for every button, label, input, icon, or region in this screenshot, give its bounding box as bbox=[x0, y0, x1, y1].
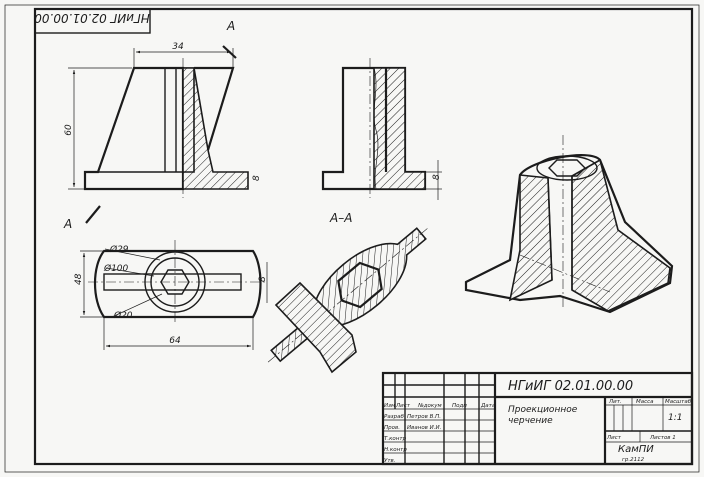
isometric-view bbox=[464, 135, 674, 314]
row-nkontr: Н.контр bbox=[384, 447, 407, 453]
row-prov: Пров. bbox=[384, 425, 400, 431]
dim-dia-29: Ø29 bbox=[109, 244, 129, 255]
dim-base-8: 8 bbox=[252, 175, 262, 181]
inner-frame bbox=[33, 7, 694, 466]
stamp-code-box: НГиИГ 02.01.00.00 bbox=[34, 8, 151, 34]
row-utv: Утв. bbox=[384, 458, 396, 464]
stamp-code: НГиИГ 02.01.00.00 bbox=[34, 11, 150, 25]
plan-view: А 48 64 Ø29 Ø100 Ø20 8 bbox=[63, 205, 268, 350]
dim-height: 60 bbox=[64, 124, 74, 136]
row-razrab: Разраб bbox=[384, 414, 404, 420]
section-a-a: А–А bbox=[267, 211, 430, 374]
dim-plan-8: 8 bbox=[258, 276, 268, 282]
col-list: Лист bbox=[395, 403, 411, 409]
col-izm: Изм bbox=[384, 403, 395, 409]
dim-plan-width: 48 bbox=[74, 273, 84, 285]
side-view: 8 bbox=[321, 58, 442, 200]
dim-side-8: 8 bbox=[432, 174, 442, 180]
outer-frame bbox=[4, 4, 700, 473]
front-view: 34 60 А 8 bbox=[64, 19, 262, 198]
section-mark-top: А bbox=[226, 19, 235, 33]
title-line2: черчение bbox=[508, 416, 553, 426]
col-date: Дата bbox=[480, 403, 496, 409]
title-block: НГиИГ 02.01.00.00 Проекционное черчение … bbox=[381, 371, 694, 466]
row-tkontr: Т.контр bbox=[384, 436, 407, 442]
mass-label: Масса bbox=[636, 399, 654, 405]
dim-top-width: 34 bbox=[172, 42, 184, 52]
scale-value: 1:1 bbox=[668, 413, 682, 423]
col-doc: №докум bbox=[417, 403, 442, 409]
org-name: КамПИ bbox=[618, 444, 654, 455]
prov-name: Иванов И.И. bbox=[407, 425, 442, 431]
lit-label: Лит. bbox=[608, 399, 622, 405]
title-line1: Проекционное bbox=[508, 405, 578, 415]
col-sign: Подп bbox=[452, 403, 467, 409]
group-name: гр.2112 bbox=[622, 457, 645, 463]
scale-label: Масштаб bbox=[665, 399, 692, 405]
title-designation: НГиИГ 02.01.00.00 bbox=[508, 379, 633, 394]
razrab-name: Петров В.П. bbox=[407, 414, 441, 420]
section-title: А–А bbox=[329, 211, 352, 225]
dim-dia-100: Ø100 bbox=[103, 263, 129, 274]
dim-plan-length: 64 bbox=[169, 336, 181, 346]
dim-dia-20: Ø20 bbox=[113, 310, 133, 321]
section-mark-left: А bbox=[63, 217, 72, 231]
sheets-label: Листов 1 bbox=[649, 435, 676, 441]
sheet-label: Лист bbox=[606, 435, 622, 441]
